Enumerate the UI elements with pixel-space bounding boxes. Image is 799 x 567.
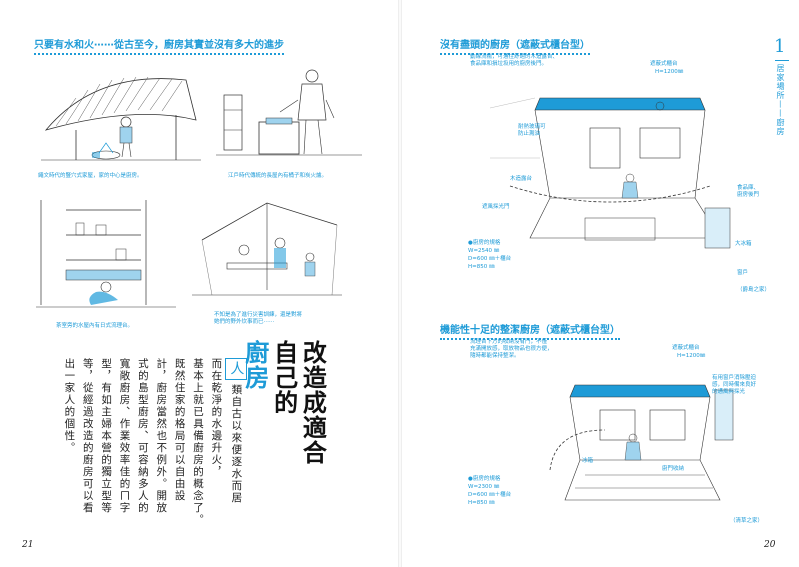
body-column-1: 類自古以來便逐水而居 [230,384,243,504]
bottom-spec-width: W=2300 ㎜ [468,483,500,490]
body-column-6: 式的島型廚房、可容納多人的 [136,358,149,514]
label-window: 窗戶 [737,270,749,276]
bottom-diagram-note: 流理台下方的收納沒有門，不僅 充滿開放感，取放物品也很方便， 隨時都能保持整潔。 [470,339,553,360]
label-heat-glass: 耐熱玻璃可 防止濺油 [518,124,546,138]
caption-outdoor-cooking: 不知是為了進行災害訓練，還是對將 她們的野外炊事而已⋯⋯ [214,312,303,326]
caption-pit-dwelling: 繩文時代的豎穴式家屋，家的中心是廚房。 [38,173,143,179]
body-column-3: 基本上就已具備廚房的概念了。 [192,358,204,526]
caption-edo-kitchen: 江戶時代傳統的長屋內有桶子和炭火爐。 [228,173,328,179]
left-page-number: 21 [22,540,34,550]
label-shield-counter: 遮蔽式櫃台 [650,61,678,67]
body-column-9: 等，從經過改造的廚房可以看 [81,358,94,514]
label-counter-height: H=1200㎜ [655,69,684,75]
body-column-7: 寬敞廚房、作業效率佳的ㄇ字 [118,358,131,514]
top-spec-depth: D=600 ㎜＋櫃台 [468,255,512,262]
top-diagram-title: 沒有盡頭的廚房（遮蔽式櫃台型） [440,36,590,55]
label-bottom-counter: 遮蔽式櫃台 [672,345,700,351]
body-column-8: 型，有如主婦本營的獨立型等 [100,358,113,514]
label-bottom-counter-height: H=1200㎜ [677,353,706,359]
title-line-2: 自己的 [269,340,299,415]
illustration-pit-dwelling [36,60,206,165]
label-door-storage: 廚門收納 [662,466,685,472]
bottom-spec-depth: D=600 ㎜＋櫃台 [468,491,512,498]
top-spec-width: W=2540 ㎜ [468,247,500,254]
top-credit: （爵島之家） [737,287,771,293]
bottom-spec-title: 廚房的規格 [472,476,501,482]
chapter-number: 1 [774,36,786,57]
illustration-outdoor-cooking [192,195,342,310]
chapter-divider [775,60,789,61]
gutter [398,0,402,567]
label-light-door: 遮風採光門 [482,204,510,210]
body-column-2: 而在乾淨的水邊升火， [210,358,223,478]
label-pantry: 食品庫、 廚房後門 [737,185,760,199]
article-title: 改造成適合 自己的 廚房 [240,340,328,540]
caption-mizuya: 茶室旁的水屋內有日式流理台。 [56,323,134,329]
illustration-mizuya [36,195,186,315]
top-spec-title: 廚房的規格 [472,240,501,246]
bottom-spec: ●廚房的規格 W=2300 ㎜ D=600 ㎜＋櫃台 H=850 ㎜ [468,476,512,506]
title-line-1: 改造成適合 [298,340,328,465]
bottom-diagram-title: 機能性十足的整潔廚房（遮蔽式櫃台型） [440,321,620,340]
label-window-airflow: 有用窗戶消除壓迫 感，同時備來良好 的通風與採光 [712,375,757,396]
label-wood-deck: 木造露台 [510,176,533,182]
body-column-4: 既然住家的格局可以自由設 [173,358,186,502]
body-column-5: 計，廚房當然也不例外。開放 [155,358,168,514]
label-big-fridge: 大冰箱 [735,241,752,247]
top-spec-height: H=850 ㎜ [468,263,495,270]
left-section-title: 只要有水和火⋯⋯從古至今，廚房其實並沒有多大的進步 [34,36,284,55]
right-page-number: 20 [764,540,776,550]
chapter-label: 居家場所——廚房 [776,64,785,136]
top-spec: ●廚房的規格 W=2540 ㎜ D=600 ㎜＋櫃台 H=850 ㎜ [468,240,512,270]
label-fridge: 冰箱 [582,458,594,464]
top-kitchen-diagram [490,68,750,278]
illustration-edo-kitchen [214,60,364,170]
body-column-10: 出一家人的個性。 [63,358,76,454]
bottom-credit: （清草之家） [730,518,764,524]
article-body: 人類自古以來便逐水而居 而在乾淨的水邊升火， 基本上就已具備廚房的概念了。 既然… [60,358,248,528]
title-line-3: 廚房 [240,340,270,390]
top-diagram-note: 動線流暢，可通往舒適的木造露台、 食品庫和損垃圾用的廚房後門。 [470,54,559,68]
bottom-spec-height: H=850 ㎜ [468,499,495,506]
bottom-kitchen-diagram [545,350,735,520]
drop-cap: 人 [225,358,248,380]
